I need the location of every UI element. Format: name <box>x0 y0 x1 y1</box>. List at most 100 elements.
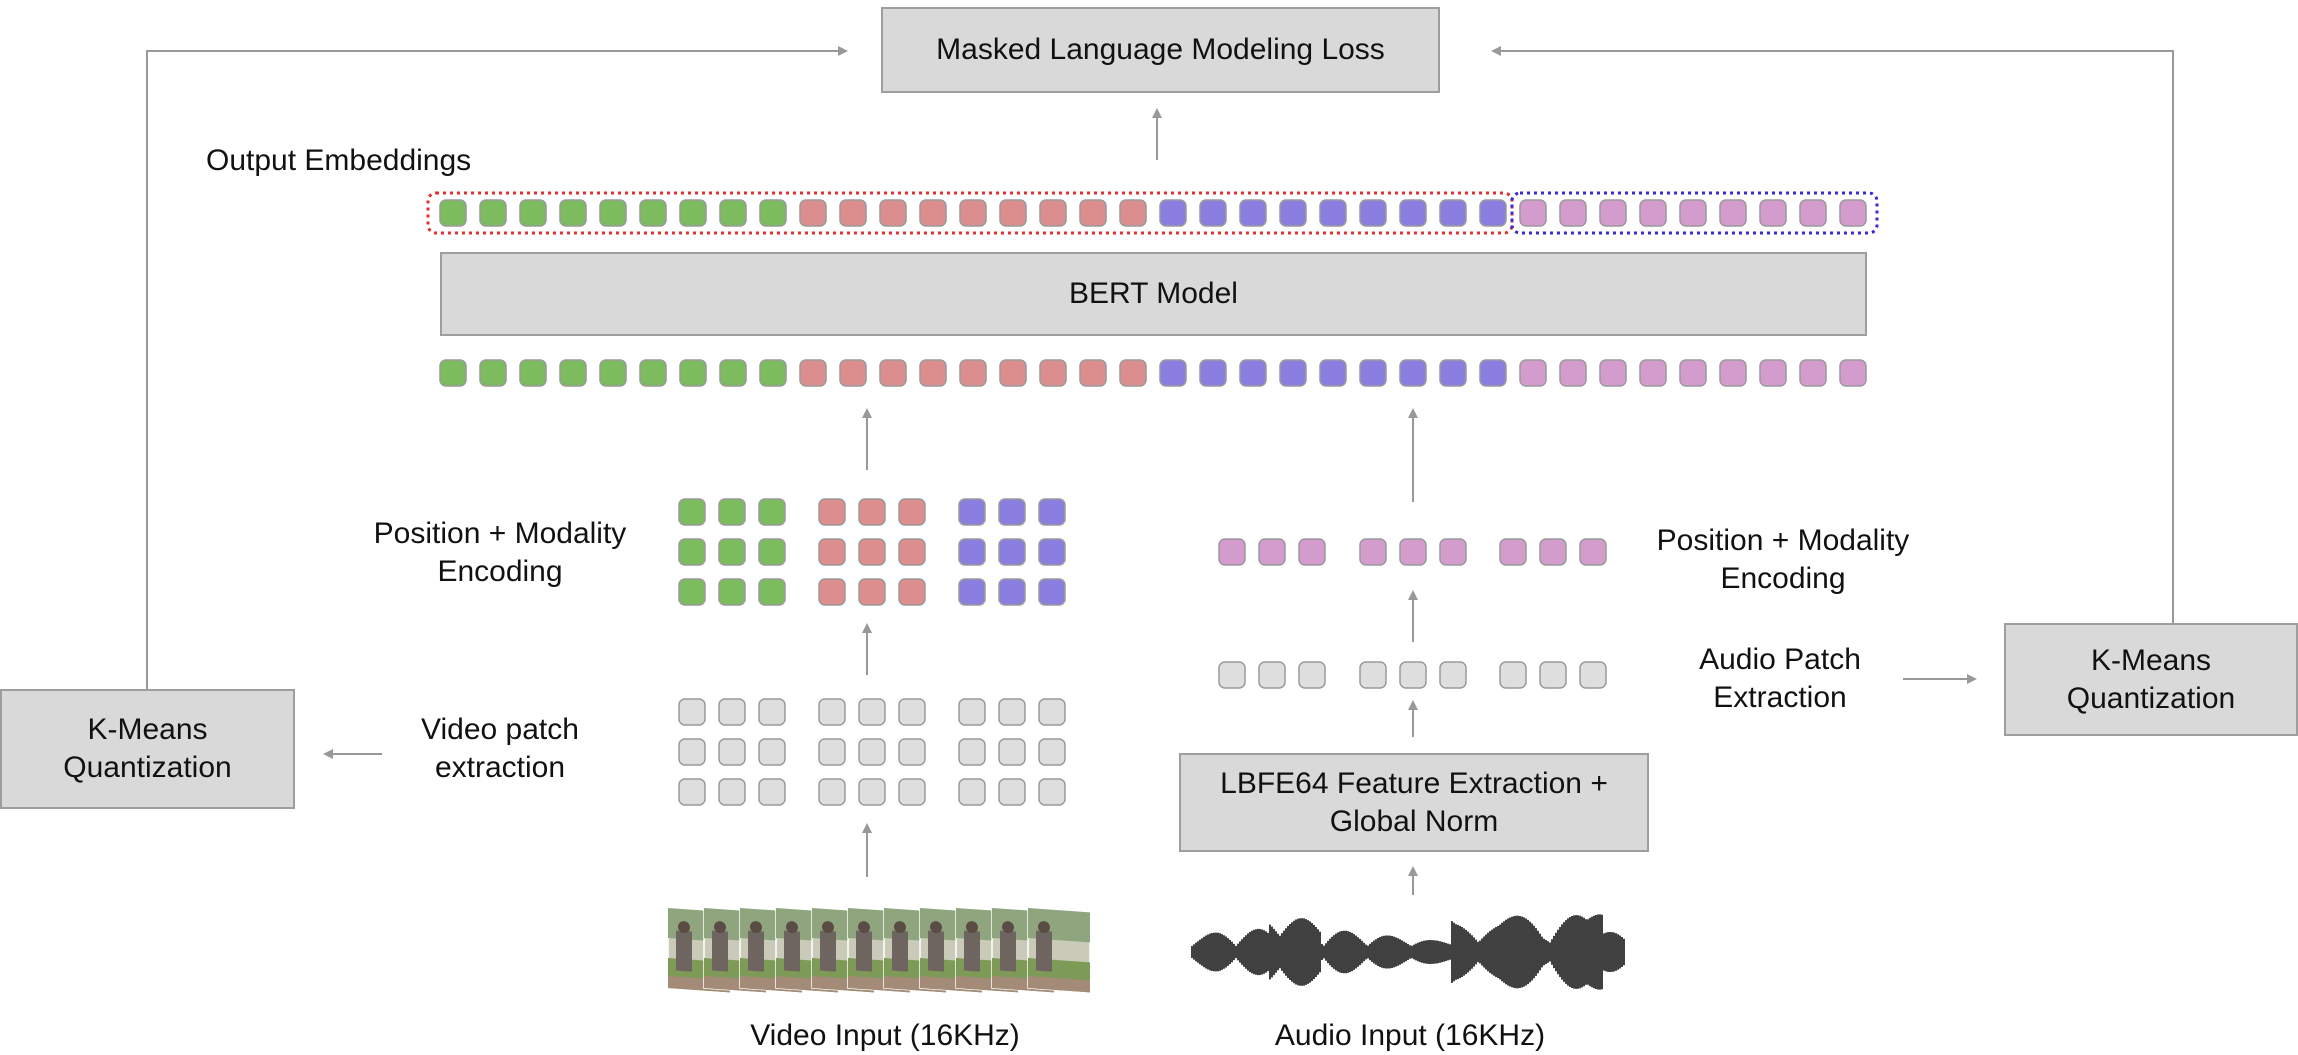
output-token-red <box>1119 199 1147 227</box>
output-token-red <box>1079 199 1107 227</box>
output-token-pink <box>1599 199 1627 227</box>
video-encoded-token-red <box>858 498 886 526</box>
video-patch-token <box>758 738 786 766</box>
frame-person <box>892 930 908 972</box>
audio-kmeans-line-2: Quantization <box>2066 681 2236 715</box>
video-encoded-token-blue <box>1038 498 1066 526</box>
video-encoded-token-red <box>818 538 846 566</box>
video-input-label: Video Input (16KHz) <box>750 1019 1020 1052</box>
video-encoded-token-green <box>678 578 706 606</box>
input-token-blue <box>1439 359 1467 387</box>
video-encoding-line-2: Encoding <box>437 555 563 588</box>
bert-model-box: BERT Model <box>440 252 1867 336</box>
output-token-green <box>719 199 747 227</box>
video-encoded-token-green <box>718 578 746 606</box>
video-patch-token <box>718 698 746 726</box>
input-token-pink <box>1519 359 1547 387</box>
output-token-green <box>439 199 467 227</box>
audio-encoded-token <box>1499 538 1527 566</box>
frame-person <box>676 930 692 972</box>
frame-person <box>784 930 800 972</box>
video-patch-line-2: extraction <box>434 751 566 784</box>
output-token-red <box>959 199 987 227</box>
media-layer <box>667 907 1625 994</box>
audio-encoded-token <box>1359 538 1387 566</box>
frame-person-head <box>894 921 906 934</box>
audio-encoded-token <box>1298 538 1326 566</box>
output-token-blue <box>1279 199 1307 227</box>
output-token-blue <box>1159 199 1187 227</box>
video-kmeans-line-1: K-Means <box>87 713 208 746</box>
output-token-red <box>999 199 1027 227</box>
input-token-red <box>1079 359 1107 387</box>
lbfe64-line-1: LBFE64 Feature Extraction + <box>1220 766 1608 800</box>
video-encoded-token-red <box>898 578 926 606</box>
audio-patch-line-2: Extraction <box>1713 681 1847 714</box>
audio-patch-line-1: Audio Patch <box>1699 643 1861 676</box>
output-token-pink <box>1799 199 1827 227</box>
output-token-blue <box>1399 199 1427 227</box>
audio-patch-token <box>1399 661 1427 689</box>
frame-person-head <box>858 921 870 934</box>
lbfe64-line-2: Global Norm <box>1329 804 1499 838</box>
frame-person <box>820 930 836 972</box>
audio-patch-token <box>1439 661 1467 689</box>
audio-patch-token <box>1298 661 1326 689</box>
audio-input-label: Audio Input (16KHz) <box>1274 1019 1546 1052</box>
arrow-audio-kmeans-to-loss <box>1491 46 2174 623</box>
audio-encoded-token <box>1218 538 1246 566</box>
frame-person <box>964 930 980 972</box>
input-token-green <box>599 359 627 387</box>
output-token-blue <box>1479 199 1507 227</box>
audio-kmeans-box: K-Means Quantization <box>2004 623 2298 736</box>
video-patch-token <box>1038 778 1066 806</box>
output-token-green <box>479 199 507 227</box>
video-encoded-token-red <box>898 498 926 526</box>
audio-encoding-label: Position + Modality Encoding <box>1633 522 1933 598</box>
video-encoded-token-green <box>678 498 706 526</box>
output-token-red <box>919 199 947 227</box>
connectors <box>146 46 2174 895</box>
video-patch-token <box>818 778 846 806</box>
video-patch-token <box>998 778 1026 806</box>
input-token-pink <box>1639 359 1667 387</box>
input-token-green <box>559 359 587 387</box>
video-patch-token <box>858 778 886 806</box>
input-token-green <box>479 359 507 387</box>
video-encoded-token-red <box>818 498 846 526</box>
output-token-pink <box>1839 199 1867 227</box>
mlm-loss-box: Masked Language Modeling Loss <box>881 7 1440 93</box>
lbfe64-feature-box: LBFE64 Feature Extraction + Global Norm <box>1179 753 1649 852</box>
output-token-blue <box>1319 199 1347 227</box>
video-encoded-token-blue <box>958 578 986 606</box>
input-token-red <box>999 359 1027 387</box>
output-token-green <box>639 199 667 227</box>
input-token-green <box>679 359 707 387</box>
output-token-pink <box>1759 199 1787 227</box>
frame-dirt <box>1028 976 1090 993</box>
frame-person <box>1000 930 1016 972</box>
video-patch-token <box>898 778 926 806</box>
input-token-blue <box>1359 359 1387 387</box>
audio-encoded-token <box>1258 538 1286 566</box>
bert-model-label: BERT Model <box>1069 277 1238 310</box>
audio-patch-token <box>1539 661 1567 689</box>
video-patch-token <box>1038 698 1066 726</box>
output-token-blue <box>1439 199 1467 227</box>
audio-patch-token <box>1258 661 1286 689</box>
frame-person-head <box>930 921 942 934</box>
frame-person-head <box>1002 921 1014 934</box>
output-token-blue <box>1239 199 1267 227</box>
video-patch-token <box>898 738 926 766</box>
video-kmeans-box: K-Means Quantization <box>0 689 295 809</box>
audio-encoding-line-1: Position + Modality <box>1656 524 1910 557</box>
output-embeddings-label: Output Embeddings <box>206 144 472 177</box>
video-patch-token <box>958 738 986 766</box>
input-token-red <box>839 359 867 387</box>
input-token-blue <box>1479 359 1507 387</box>
video-encoded-token-blue <box>958 498 986 526</box>
output-token-red <box>839 199 867 227</box>
output-token-blue <box>1359 199 1387 227</box>
input-token-pink <box>1559 359 1587 387</box>
video-patch-token <box>898 698 926 726</box>
